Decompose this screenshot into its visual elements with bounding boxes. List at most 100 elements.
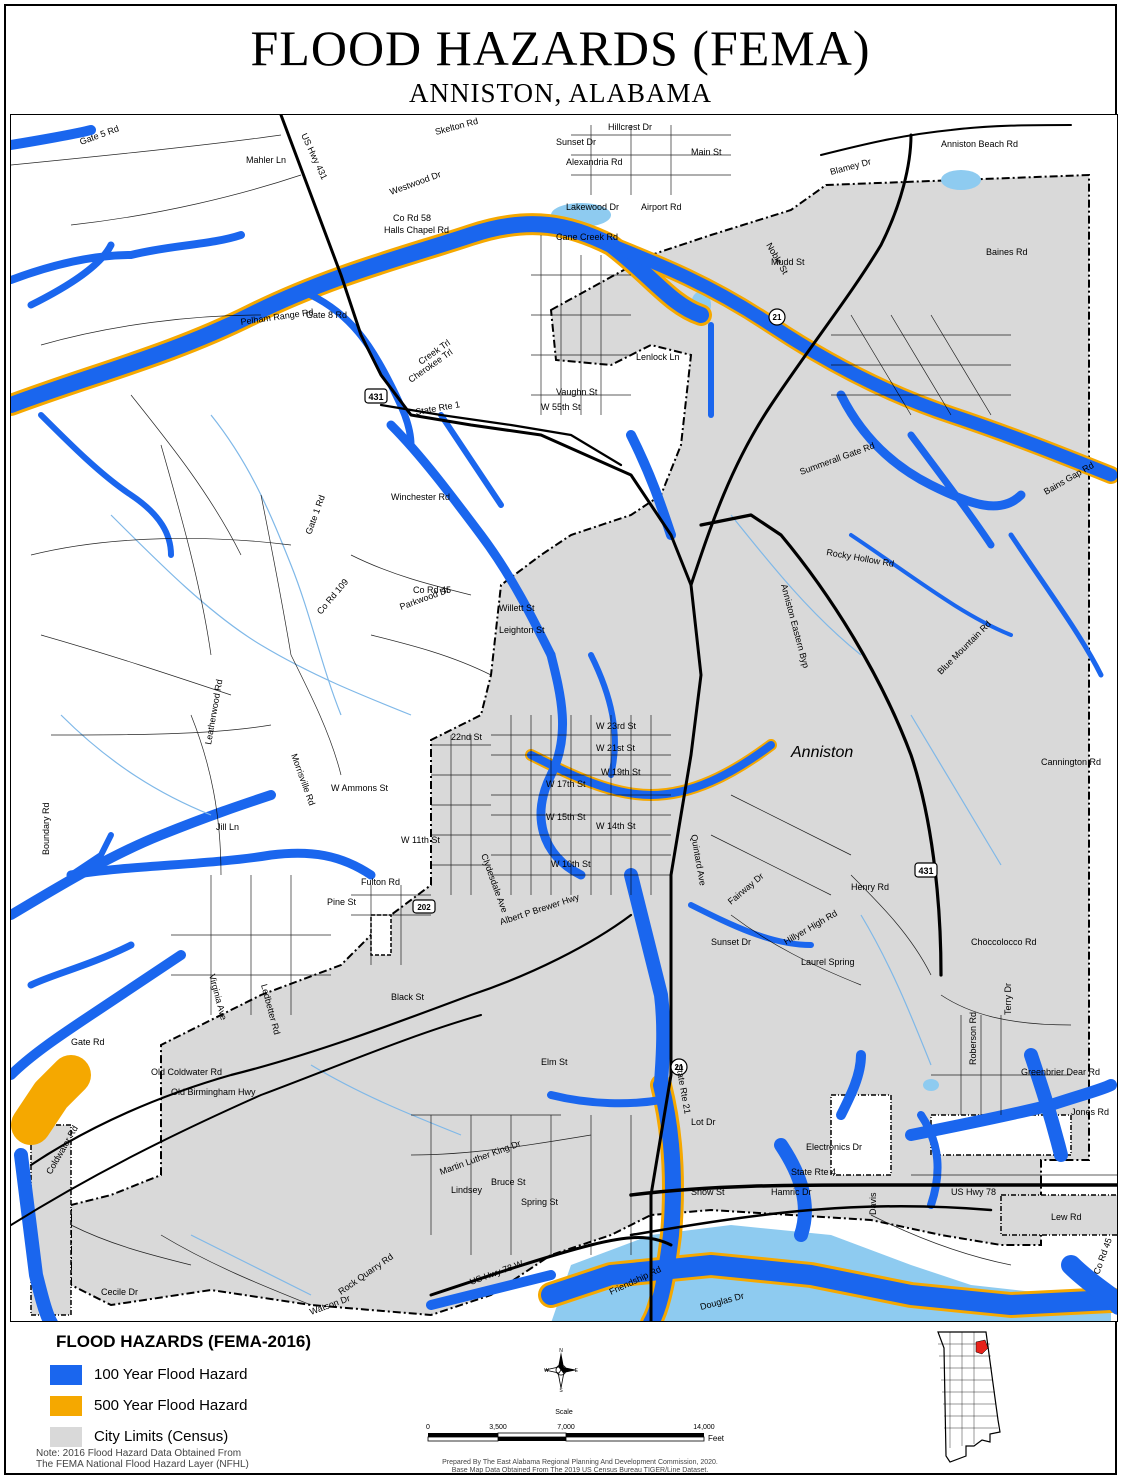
shield-202: 202 xyxy=(412,899,436,914)
road-label: Hamric Dr xyxy=(771,1187,812,1197)
road-label: Mudd St xyxy=(771,257,805,267)
road-label: Alexandria Rd xyxy=(566,157,623,167)
scale-title: Scale xyxy=(555,1409,573,1416)
road-label: Fulton Rd xyxy=(361,877,400,887)
road-label: W 23rd St xyxy=(596,721,637,731)
svg-text:21: 21 xyxy=(773,313,782,322)
road-label: Elm St xyxy=(541,1057,568,1067)
road-label: W Ammons St xyxy=(331,783,389,793)
compass-w: W xyxy=(544,1368,549,1374)
alabama-locator-inset xyxy=(930,1328,1010,1477)
streams xyxy=(60,414,1002,1296)
road-label: W 11th St xyxy=(401,835,440,845)
credits: Prepared By The East Alabama Regional Pl… xyxy=(370,1459,790,1475)
svg-text:21: 21 xyxy=(675,1063,684,1072)
shield-431-east: 431 xyxy=(914,862,938,878)
road-label: Gate Rd xyxy=(71,1037,105,1047)
road-label: W 15th St xyxy=(546,812,586,822)
road-label: Old Birmingham Hwy xyxy=(171,1087,256,1097)
road-label: Lakewood Dr xyxy=(566,202,619,212)
legend-label-500-year: 500 Year Flood Hazard xyxy=(94,1397,248,1414)
road-label: Lindsey xyxy=(451,1185,483,1195)
road-label: Airport Rd xyxy=(641,202,682,212)
shield-431-north: 431 xyxy=(364,388,388,404)
compass-rose-icon: N S E W xyxy=(543,1348,579,1397)
minor-streets xyxy=(11,125,1117,1306)
road-label: Leighton St xyxy=(499,625,545,635)
road-label: Main St xyxy=(691,147,722,157)
road-label: Baines Rd xyxy=(986,247,1028,257)
road-label: Lot Dr xyxy=(691,1117,716,1127)
scale-bar: Scale 0 3,500 7,000 14,000 Feet xyxy=(418,1406,728,1455)
road-label: W 21st St xyxy=(596,743,636,753)
legend-label-100-year: 100 Year Flood Hazard xyxy=(94,1366,248,1383)
road-label: Bruce St xyxy=(491,1177,526,1187)
road-label: Terry Dr xyxy=(1003,983,1013,1015)
road-label: W 14th St xyxy=(596,821,636,831)
road-label: Roberson Rd xyxy=(968,1012,978,1065)
shield-21-north: 21 xyxy=(768,308,786,326)
road-label: Winchester Rd xyxy=(391,492,450,502)
credit-line: Base Map Data Obtained From The 2019 US … xyxy=(451,1467,709,1474)
road-label: Laurel Spring xyxy=(801,957,855,967)
svg-text:431: 431 xyxy=(368,392,383,402)
road-label: Halls Chapel Rd xyxy=(384,225,449,235)
road-label: Davis xyxy=(868,1192,878,1215)
data-source-note: Note: 2016 Flood Hazard Data Obtained Fr… xyxy=(36,1448,249,1470)
legend-title: FLOOD HAZARDS (FEMA-2016) xyxy=(56,1332,312,1351)
road-label: Snow St xyxy=(691,1187,725,1197)
road-label: Lenlock Ln xyxy=(636,352,680,362)
road-label: Old Coldwater Rd xyxy=(151,1067,222,1077)
major-roads xyxy=(11,115,1117,1321)
road-label: W 19th St xyxy=(601,767,641,777)
shield-21-south: 21 xyxy=(670,1058,688,1076)
road-label: Cannington Rd xyxy=(1041,757,1101,767)
road-label: Sunset Dr xyxy=(556,137,596,147)
road-label: Co Rd 45 xyxy=(413,585,451,595)
route-shields: 431 431 21 21 202 xyxy=(364,308,938,1076)
note-line: Note: 2016 Flood Hazard Data Obtained Fr… xyxy=(36,1448,242,1459)
credit-line: Prepared By The East Alabama Regional Pl… xyxy=(442,1459,718,1466)
scale-tick: 7,000 xyxy=(557,1424,575,1431)
road-label: Co Rd 58 xyxy=(393,213,431,223)
scale-unit: Feet xyxy=(708,1434,725,1443)
road-label: 22nd St xyxy=(451,732,483,742)
road-label: W 17th St xyxy=(546,779,586,789)
flood-100-year xyxy=(11,125,1117,1321)
road-label: Jill Ln xyxy=(216,822,239,832)
compass-s: S xyxy=(559,1388,563,1392)
road-label: Hillcrest Dr xyxy=(608,122,652,132)
scale-tick: 14,000 xyxy=(693,1424,715,1431)
road-label: Lew Rd xyxy=(1051,1212,1082,1222)
road-label: State Rte 4 xyxy=(791,1167,836,1177)
road-label: Gate 8 Rd xyxy=(306,310,347,320)
compass-e: E xyxy=(575,1368,579,1374)
svg-text:202: 202 xyxy=(417,903,431,912)
legend-swatch-city-limits xyxy=(50,1427,82,1447)
road-label: Cecile Dr xyxy=(101,1287,138,1297)
road-label: Vaughn St xyxy=(556,387,598,397)
scale-tick: 3,500 xyxy=(489,1424,507,1431)
road-label: Sunset Dr xyxy=(711,937,751,947)
note-line: The FEMA National Flood Hazard Layer (NF… xyxy=(36,1459,249,1470)
legend-swatch-100-year xyxy=(50,1365,82,1385)
road-label: Spring St xyxy=(521,1197,559,1207)
road-label: Jones Rd xyxy=(1071,1107,1109,1117)
road-label: Anniston Beach Rd xyxy=(941,139,1018,149)
road-label: Choccolocco Rd xyxy=(971,937,1037,947)
scale-tick: 0 xyxy=(426,1424,430,1431)
road-label: Cane Creek Rd xyxy=(556,232,618,242)
compass-n: N xyxy=(559,1348,563,1354)
road-label: Black St xyxy=(391,992,425,1002)
road-label: Henry Rd xyxy=(851,882,889,892)
road-label: Greenbrier Dear Rd xyxy=(1021,1067,1100,1077)
legend-label-city-limits: City Limits (Census) xyxy=(94,1428,229,1445)
map-title: FLOOD HAZARDS (FEMA) xyxy=(250,20,871,76)
road-label: Willett St xyxy=(499,603,535,613)
svg-text:431: 431 xyxy=(918,866,933,876)
map-subtitle: ANNISTON, ALABAMA xyxy=(408,78,713,108)
map-panel[interactable]: 431 431 21 21 202 Gate 5 Rd Mahler Ln xyxy=(10,114,1118,1322)
road-label: US Hwy 78 xyxy=(951,1187,996,1197)
road-label: Mahler Ln xyxy=(246,155,286,165)
road-label: Electronics Dr xyxy=(806,1142,862,1152)
